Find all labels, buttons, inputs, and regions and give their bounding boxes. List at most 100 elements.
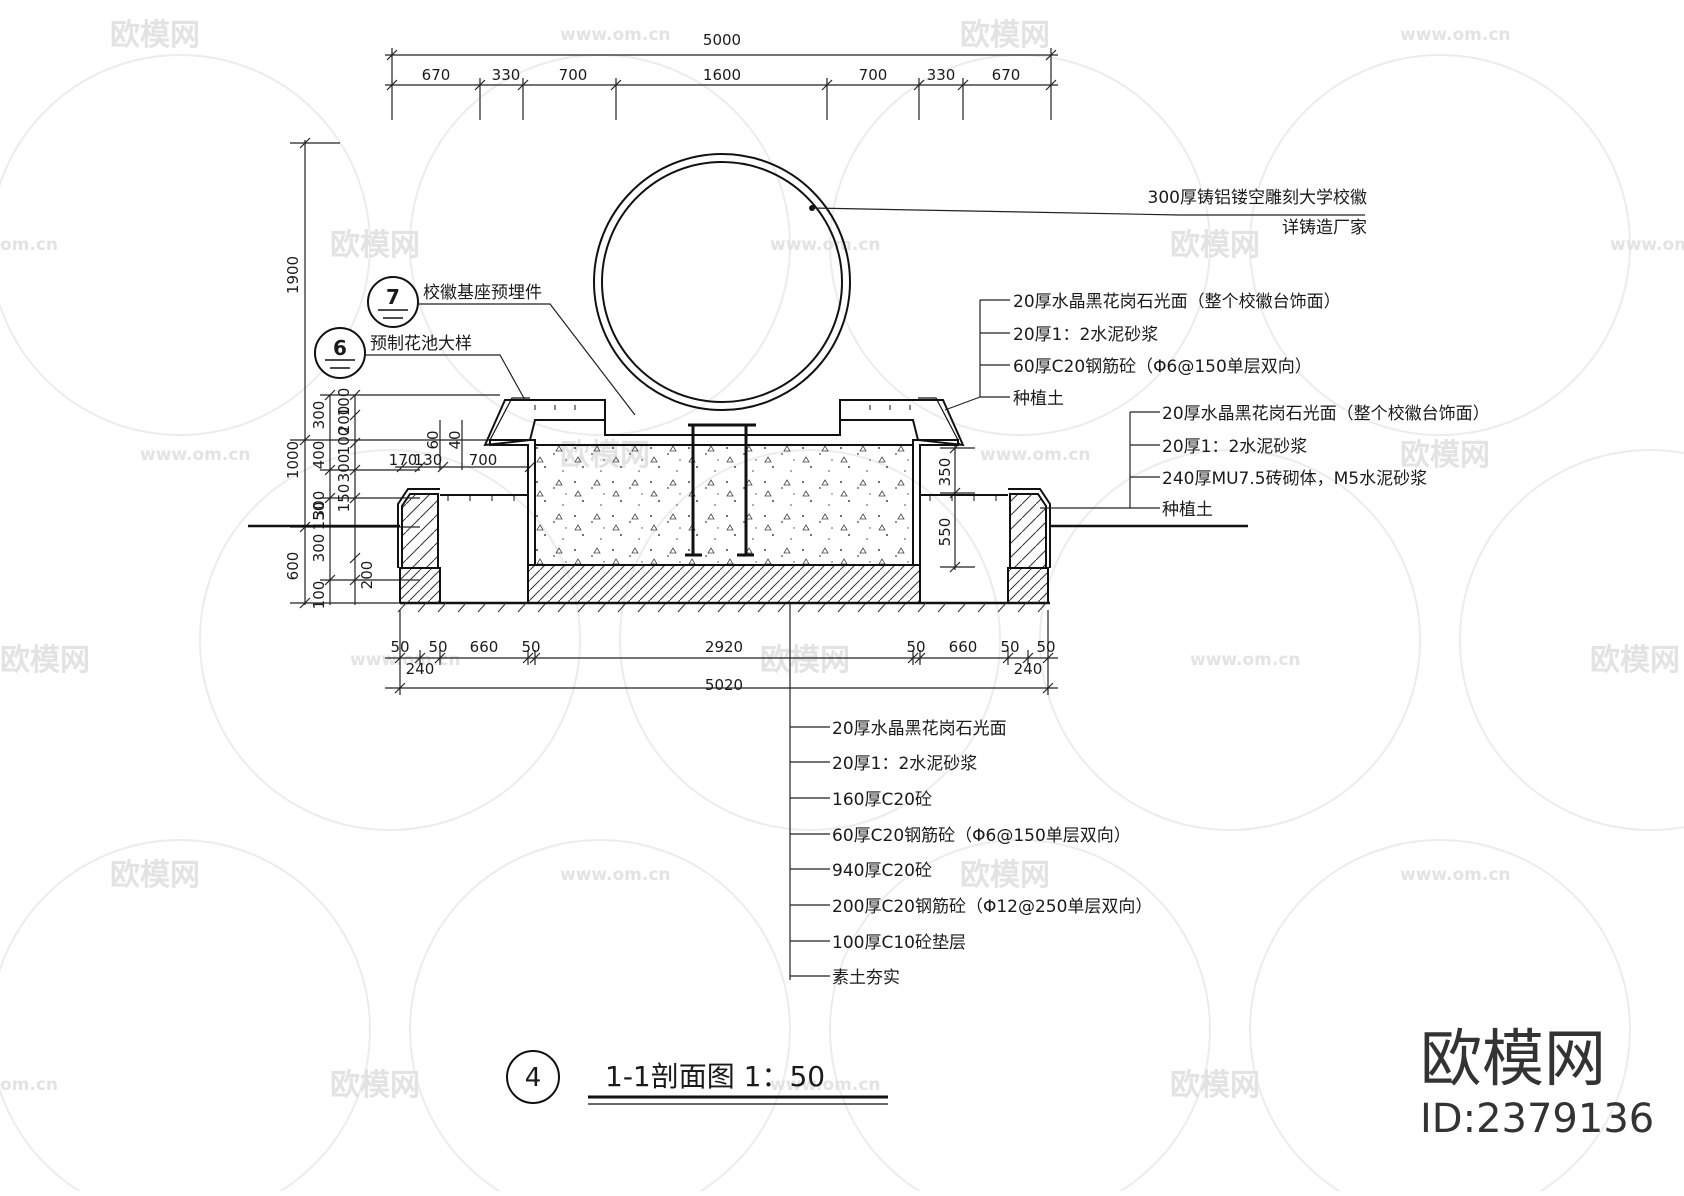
- plinth: [483, 397, 965, 604]
- layer-label: 种植土: [1162, 500, 1213, 520]
- brand-id: ID:2379136: [1420, 1096, 1654, 1142]
- watermark-pattern: [0, 54, 1684, 1196]
- dim-label: 700: [469, 451, 498, 469]
- dim-label: 300: [310, 534, 328, 563]
- dim-label: 240: [1014, 660, 1043, 678]
- layer-label: 60厚C20钢筋砼（Φ6@150单层双向）: [1013, 357, 1312, 377]
- watermark: www.om.cn: [1400, 25, 1511, 45]
- watermark: www.om.cn: [770, 1075, 881, 1095]
- layer-label: 种植土: [1013, 389, 1064, 409]
- watermark: 欧模网: [760, 643, 850, 678]
- dim-top-segments: 670 330 700 1600 700 330 670: [422, 66, 1021, 84]
- layer-label: 160厚C20砼: [832, 790, 932, 810]
- detail-number: 7: [386, 285, 400, 309]
- callout-label: 预制花池大样: [370, 334, 472, 354]
- dim-label: 600: [284, 552, 302, 581]
- watermark: 欧模网: [1170, 1068, 1260, 1103]
- layer-label: 100厚C10砼垫层: [832, 933, 966, 953]
- dim-label: 350: [936, 458, 954, 487]
- dim-label: 50: [428, 638, 447, 656]
- detail-6-callout: 6 预制花池大样: [314, 327, 526, 401]
- dim-label: 300: [310, 491, 328, 520]
- watermark: 欧模网: [330, 228, 420, 263]
- dim-label: 670: [422, 66, 451, 84]
- dim-total-width: 5000: [703, 31, 741, 49]
- layer-label: 20厚水晶黑花岗石光面（整个校徽台饰面）: [1013, 292, 1341, 312]
- dim-label: 40: [446, 430, 464, 449]
- watermark: 欧模网: [110, 18, 200, 53]
- dim-label: 100: [335, 427, 353, 456]
- dim-bottom-labels: 50 50 660 50 2920 50 660 50 50 240 240 5…: [390, 638, 1055, 694]
- emblem-ring: [593, 153, 851, 411]
- layers-top-leader: [944, 299, 1010, 411]
- dim-label: 1900: [284, 256, 302, 294]
- dim-label: 50: [906, 638, 925, 656]
- title-text: 1-1剖面图 1：50: [605, 1060, 825, 1093]
- watermark: 欧模网: [330, 1068, 420, 1103]
- watermark: 欧模网: [960, 858, 1050, 893]
- bottom-dimensions: [385, 610, 1058, 695]
- dim-label: 50: [1036, 638, 1055, 656]
- watermark: 欧模网: [1170, 228, 1260, 263]
- dim-label: 550: [936, 518, 954, 547]
- watermark: www.om.cn: [350, 650, 461, 670]
- layers-top: 20厚水晶黑花岗石光面（整个校徽台饰面） 20厚1：2水泥砂浆 60厚C20钢筋…: [1013, 292, 1341, 409]
- emblem-callout: 300厚铸铝镂空雕刻大学校徽 详铸造厂家: [809, 188, 1367, 238]
- dim-left-labels: 1900 1000 600 300 400 300 150 300 100 10…: [284, 256, 497, 609]
- layer-label: 20厚水晶黑花岗石光面（整个校徽台饰面）: [1162, 404, 1490, 424]
- watermark: 欧模网: [110, 858, 200, 893]
- dim-label: 240: [406, 660, 435, 678]
- detail-number: 6: [333, 336, 347, 360]
- detail-7-callout: 7 校徽基座预埋件: [367, 276, 636, 416]
- layer-label: 200厚C20钢筋砼（Φ12@250单层双向）: [832, 897, 1152, 917]
- dim-label: 400: [310, 441, 328, 470]
- layers-bottom: 20厚水晶黑花岗石光面 20厚1：2水泥砂浆 160厚C20砼 60厚C20钢筋…: [832, 719, 1152, 988]
- dim-label: 50: [390, 638, 409, 656]
- dim-label: 300: [335, 454, 353, 483]
- drawing-title: 4 1-1剖面图 1：50: [506, 1050, 888, 1105]
- brand-block: 欧模网 ID:2379136: [1420, 1022, 1654, 1142]
- dim-label: 670: [992, 66, 1021, 84]
- dim-label: 130: [414, 451, 443, 469]
- dim-label: 170: [389, 451, 418, 469]
- watermark: www.om.cn: [980, 445, 1091, 465]
- watermark: om.cn: [0, 1075, 58, 1095]
- dim-total-width: 5020: [705, 676, 743, 694]
- dim-label: 330: [927, 66, 956, 84]
- layers-side-leader: [1040, 411, 1160, 509]
- callout-label: 校徽基座预埋件: [423, 283, 542, 303]
- layer-label: 940厚C20砼: [832, 861, 932, 881]
- watermark-text: 欧模网 欧模网 www.om.cn www.om.cn 欧模网 欧模网 om.c…: [0, 18, 1684, 1103]
- layer-label: 60厚C20钢筋砼（Φ6@150单层双向）: [832, 826, 1131, 846]
- right-planter: [920, 488, 1051, 603]
- watermark: www.om.cn: [1190, 650, 1301, 670]
- right-dimensions: [940, 442, 975, 573]
- dim-label: 100: [310, 581, 328, 610]
- dim-label: 200: [358, 561, 376, 590]
- layer-label: 240厚MU7.5砖砌体，M5水泥砂浆: [1162, 469, 1427, 489]
- dim-label: 150: [310, 502, 328, 531]
- watermark: om.cn: [0, 235, 58, 255]
- watermark: www.om.cn: [140, 445, 251, 465]
- dim-label: 150: [335, 484, 353, 513]
- dim-label: 1000: [284, 441, 302, 479]
- watermark: www.om.cn: [560, 25, 671, 45]
- watermark: www.om.cn: [560, 865, 671, 885]
- watermark: 欧模网: [1400, 438, 1490, 473]
- layer-label: 20厚1：2水泥砂浆: [1013, 325, 1158, 345]
- dim-label: 700: [559, 66, 588, 84]
- left-planter: [397, 488, 528, 603]
- title-number: 4: [525, 1063, 542, 1093]
- watermark: www.om.cn: [770, 235, 881, 255]
- embedded-post: [685, 423, 756, 557]
- layer-label: 20厚1：2水泥砂浆: [832, 754, 977, 774]
- dim-label: 700: [859, 66, 888, 84]
- dim-label: 2920: [705, 638, 743, 656]
- dim-label: 60: [424, 430, 442, 449]
- watermark: 欧模网: [0, 643, 90, 678]
- layer-label: 素土夯实: [832, 968, 900, 988]
- dim-label: 300: [310, 401, 328, 430]
- watermark: www.om.cn: [1400, 865, 1511, 885]
